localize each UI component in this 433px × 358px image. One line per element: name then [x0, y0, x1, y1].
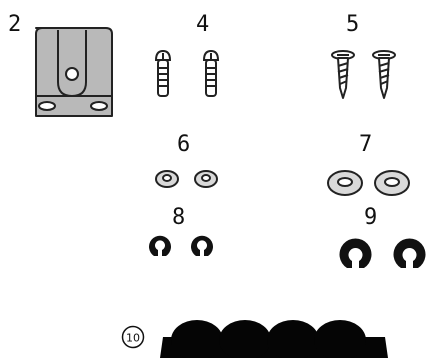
rubber-feet-strip-drawing: [0, 0, 433, 358]
parts-diagram: 2 4 5 6 7 8 9: [0, 0, 433, 358]
